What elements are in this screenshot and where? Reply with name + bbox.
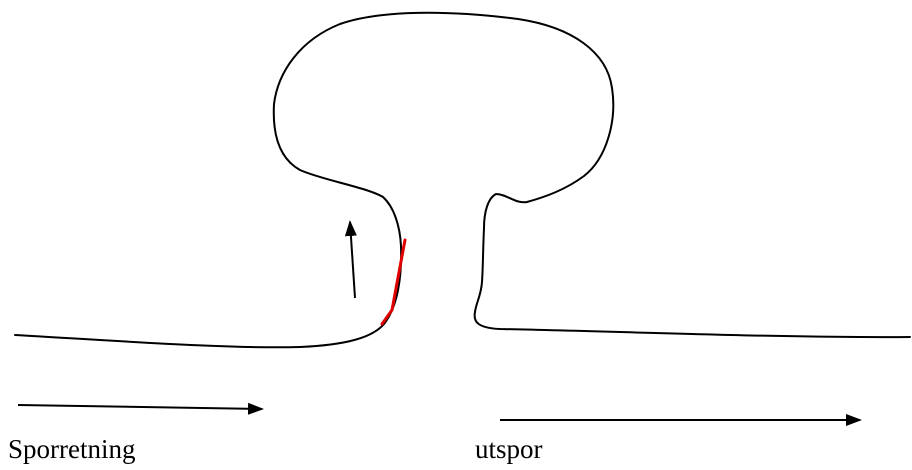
- utspor-label: utspor: [475, 434, 543, 464]
- rail-profile-outline: [14, 11, 911, 349]
- sporretning-label: Sporretning: [8, 434, 136, 464]
- direction-arrow-left: [17, 402, 264, 415]
- up-arrow: [344, 220, 357, 299]
- contact-highlight-line: [380, 238, 407, 326]
